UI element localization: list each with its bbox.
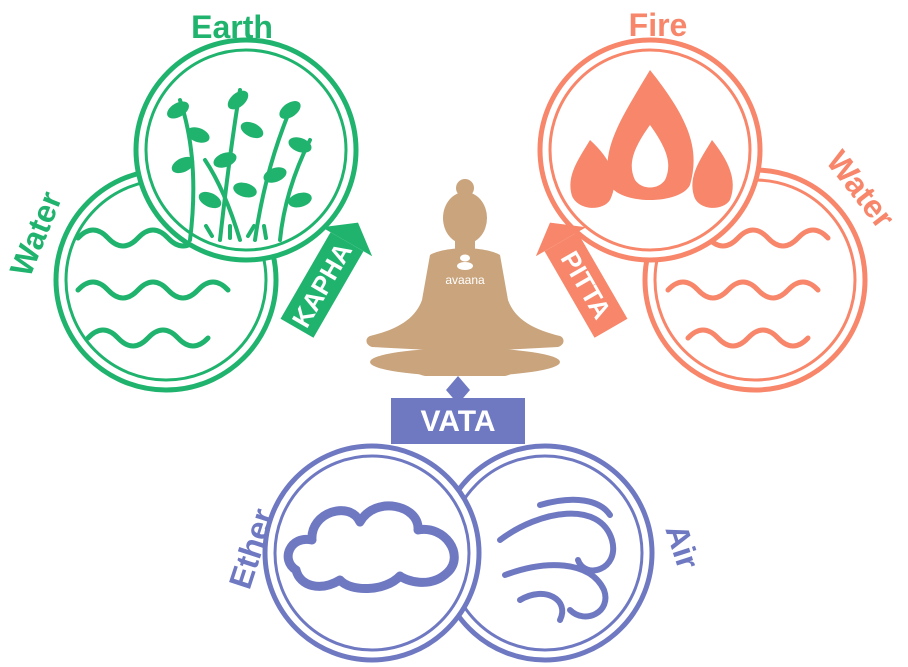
- wind-icon: [497, 496, 617, 623]
- earth-label: Earth: [191, 9, 273, 45]
- vata-group: VATA: [262, 376, 655, 663]
- pitta-water-label: Water: [819, 144, 901, 235]
- vata-ether-circle: [262, 443, 482, 663]
- cloud-icon: [283, 501, 459, 594]
- fire-label: Fire: [629, 7, 688, 43]
- leaves: [167, 90, 312, 209]
- vata-arrow: VATA: [391, 376, 525, 444]
- kapha-earth-circle: [133, 37, 359, 263]
- avaana-logo-icon: [457, 254, 473, 270]
- pitta-group: PITTA: [535, 37, 868, 393]
- vata-label: VATA: [421, 405, 496, 438]
- air-label: Air: [658, 520, 706, 573]
- kapha-group: KAPHA: [53, 37, 373, 393]
- meditating-person-icon: avaana: [366, 179, 564, 376]
- pitta-fire-circle: [537, 37, 763, 263]
- flame-icon: [570, 70, 733, 208]
- avaana-logo-text: avaana: [445, 273, 485, 287]
